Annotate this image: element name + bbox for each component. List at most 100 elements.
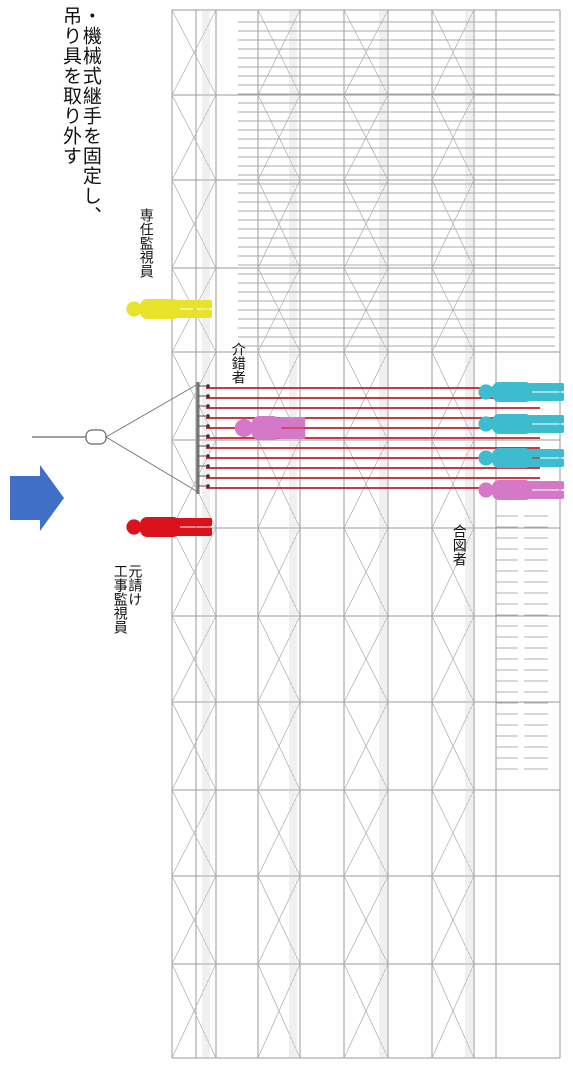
hanger-clip <box>206 424 210 428</box>
assistant-figure <box>234 416 306 440</box>
person-leg <box>278 428 306 439</box>
scaffold-brace <box>257 875 301 965</box>
crane-hook-icon <box>85 429 107 445</box>
scaffold-brace <box>257 789 301 877</box>
person-head <box>234 418 254 438</box>
instruction-line-1: ・機械式継手を固定し、 <box>79 6 102 226</box>
scaffold-brace <box>257 179 301 269</box>
arrow-right-icon <box>10 465 64 531</box>
person-leg <box>528 383 565 392</box>
scaffold-brace <box>431 789 475 877</box>
scaffold-brace <box>257 527 301 617</box>
scaffold-brace <box>431 875 475 965</box>
scaffold-brace <box>343 615 389 703</box>
signaler-label: 合図者 <box>450 524 467 566</box>
worker-figure-icon <box>478 382 565 402</box>
person-leg <box>528 424 565 433</box>
instruction-line-2: 吊り具を取り外す <box>59 6 82 166</box>
scaffold-brace <box>343 527 389 617</box>
person-torso <box>140 299 181 319</box>
scaffold-brace <box>343 179 389 269</box>
scaffold-brace <box>431 701 475 791</box>
lifting-rig <box>32 382 210 494</box>
person-head <box>478 416 494 432</box>
scaffold-brace <box>431 351 475 441</box>
scaffold-brace <box>431 179 475 269</box>
worker-figure-icon <box>478 480 565 500</box>
workers-group <box>126 299 565 537</box>
person-leg <box>528 481 565 490</box>
scaffold-brace <box>171 701 217 791</box>
person-head <box>126 301 142 317</box>
scaffold-brace <box>431 9 475 96</box>
person-leg <box>176 527 213 536</box>
person-leg <box>528 490 565 499</box>
sling-line <box>105 436 199 493</box>
prime-label-line-1: 元請け <box>126 564 143 606</box>
scaffold-brace <box>171 179 217 269</box>
hanger-clip <box>206 464 210 468</box>
scaffold-brace <box>257 439 301 529</box>
hanger-clip <box>206 474 210 478</box>
scaffold-brace <box>431 615 475 703</box>
dedicated-supervisor-figure <box>126 299 213 319</box>
scaffold-brace <box>171 9 217 96</box>
person-head <box>478 384 494 400</box>
scaffold-brace <box>343 963 389 1059</box>
scaffold-brace <box>257 615 301 703</box>
person-torso <box>492 448 533 468</box>
person-head <box>126 519 142 535</box>
scaffold-brace <box>171 875 217 965</box>
prime-contractor-supervisor-label: 元請け 工事監視員 <box>111 564 143 634</box>
scaffold-frame <box>171 9 561 1059</box>
assistant-label: 介錯者 <box>229 342 246 384</box>
scaffold-brace <box>171 527 217 617</box>
person-torso <box>492 480 533 500</box>
person-leg <box>176 518 213 527</box>
scaffold-brace <box>343 875 389 965</box>
person-leg <box>528 449 565 458</box>
scaffold-brace <box>171 351 217 441</box>
hanger-clip <box>206 484 210 488</box>
hanger-clip <box>206 434 210 438</box>
person-leg <box>176 309 213 318</box>
scaffold-brace <box>343 351 389 441</box>
person-leg <box>528 392 565 401</box>
worker-figure-icon <box>478 414 565 434</box>
person-leg <box>176 300 213 309</box>
prime-supervisor-figure <box>126 517 213 537</box>
sling-line <box>105 383 199 438</box>
arrow-shape <box>10 465 64 531</box>
person-torso <box>492 382 533 402</box>
hanger-clip <box>206 404 210 408</box>
hanger-clip <box>206 384 210 388</box>
scaffold-brace <box>257 9 301 96</box>
prime-label-line-2: 工事監視員 <box>111 564 128 634</box>
hanger-clip <box>206 394 210 398</box>
scaffold-brace <box>171 963 217 1059</box>
person-leg <box>278 417 306 428</box>
scaffold-brace <box>343 789 389 877</box>
scaffold-brace <box>171 789 217 877</box>
hanger-clip <box>206 454 210 458</box>
scaffold-brace <box>171 615 217 703</box>
hanger-clip <box>206 444 210 448</box>
hanger-clip <box>206 414 210 418</box>
scaffold-brace <box>343 439 389 529</box>
dedicated-supervisor-label: 専任監視員 <box>137 208 154 278</box>
scaffold-brace <box>431 963 475 1059</box>
scaffold-brace <box>431 527 475 617</box>
person-leg <box>528 415 565 424</box>
scaffold-brace <box>257 963 301 1059</box>
worker-figure-icon <box>478 448 565 468</box>
person-torso <box>492 414 533 434</box>
person-torso <box>251 416 282 440</box>
instruction-text: ・機械式継手を固定し、 吊り具を取り外す <box>59 6 102 226</box>
person-leg <box>528 458 565 467</box>
person-head <box>478 450 494 466</box>
person-head <box>478 482 494 498</box>
scaffold-brace <box>257 701 301 791</box>
scaffold-brace <box>343 9 389 96</box>
